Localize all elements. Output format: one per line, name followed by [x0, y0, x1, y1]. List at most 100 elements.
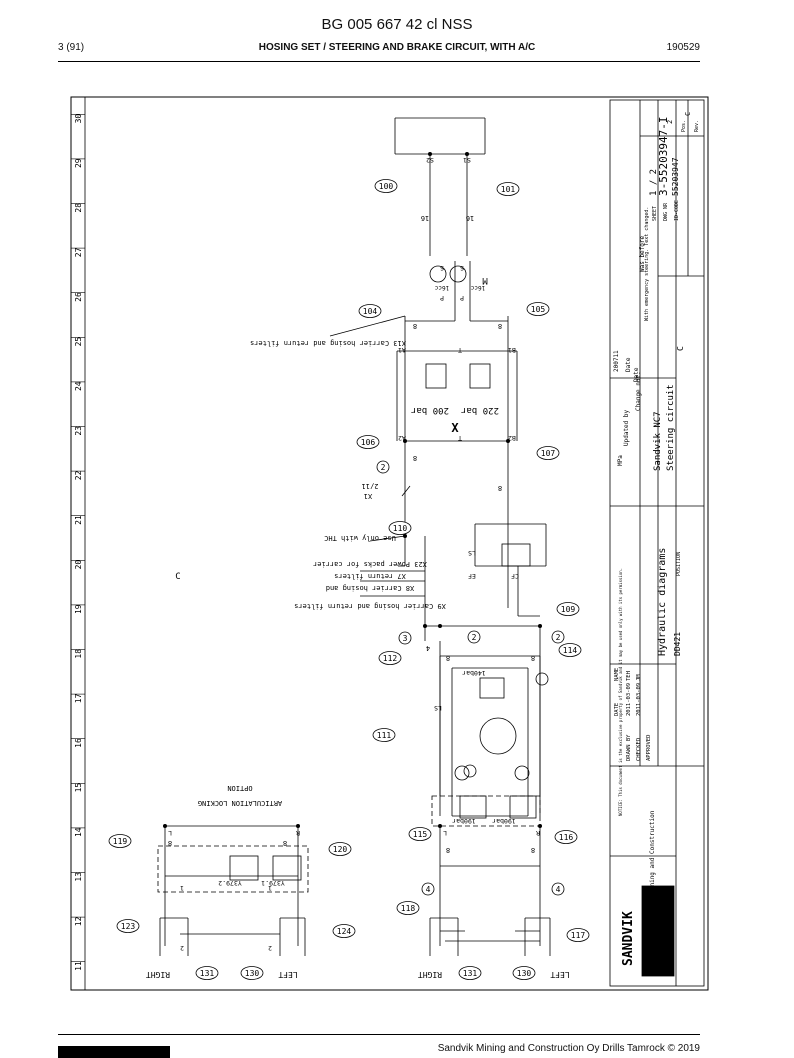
- grid-number: 24: [74, 381, 83, 391]
- port-label: 2: [268, 944, 272, 952]
- item-number: 131: [463, 969, 478, 978]
- port-label: S: [460, 264, 464, 272]
- valve-code-label: Y379.1: [261, 879, 285, 887]
- page-number: 3 (91): [58, 42, 85, 53]
- circled-marker: [551, 630, 565, 644]
- item-number: 120: [333, 845, 348, 854]
- hose-size-label: 16: [421, 214, 429, 222]
- note-text: Use only with THC: [324, 534, 396, 542]
- header-rule: [58, 61, 700, 62]
- item-number: 105: [531, 305, 546, 314]
- circled-marker-number: 3: [403, 634, 408, 643]
- title-block-text: Copyright © Sandvik Mining and Construct…: [649, 810, 656, 966]
- wheel-label-left: LEFT: [278, 970, 297, 979]
- item-number: 124: [337, 927, 352, 936]
- title-block-text: 200711: [613, 350, 620, 372]
- circled-marker: [421, 882, 435, 896]
- wheel-label-left: LEFT: [550, 970, 569, 979]
- title-block-text: 3-55203947-I: [657, 117, 670, 196]
- title-block-text: NOTICE: This document is the exclusive p…: [618, 568, 623, 816]
- hydraulic-diagram: 1112131415161718192021222324252627282930…: [70, 96, 709, 991]
- title-block-text: Was before: [639, 235, 646, 272]
- grid-number: 15: [74, 783, 83, 793]
- title-block-text: Date: [633, 367, 640, 382]
- item-balloon: [372, 728, 396, 742]
- port-label: LS: [468, 549, 476, 557]
- port-label: 1: [268, 884, 272, 892]
- footer-rule: [58, 1034, 700, 1035]
- note-text: OPTION: [227, 784, 252, 792]
- title-block-text: APPROVED: [646, 735, 652, 762]
- footer-copyright: Sandvik Mining and Construction Oy Drill…: [437, 1043, 700, 1054]
- item-number: 106: [361, 438, 376, 447]
- item-balloon: [332, 924, 356, 938]
- title-block-text: TEH: [626, 671, 632, 681]
- hose-size-label: 8: [413, 322, 417, 330]
- title-block-text: JM: [636, 674, 642, 681]
- grid-number: 19: [74, 604, 83, 614]
- note-text: X13 Carrier hosing and return filters: [250, 339, 406, 347]
- title-block-text: Sandvik NC7: [653, 411, 663, 471]
- port-label: B1: [508, 346, 516, 354]
- title-block-text: DWG NR: [663, 202, 669, 221]
- title-block-text: C: [684, 112, 692, 116]
- valve-pressure-label: 220 bar: [460, 405, 499, 415]
- title-block-text: 2: [666, 120, 674, 124]
- grid-number: 22: [74, 470, 83, 480]
- circled-marker-number: 2: [381, 463, 386, 472]
- title-block-text: MPa: [617, 455, 624, 466]
- hose-size-label: 8: [446, 846, 450, 854]
- port-label: CF: [511, 572, 519, 580]
- item-number: 110: [393, 524, 408, 533]
- pump-displacement-label: 16cc: [470, 284, 485, 291]
- item-balloon: [388, 521, 412, 535]
- item-balloon: [556, 602, 580, 616]
- item-number: 101: [501, 185, 516, 194]
- title-block-text: C: [676, 346, 685, 351]
- note-text: X9 Carrier hosing and return filters: [294, 602, 446, 610]
- note-text: X1: [364, 492, 372, 500]
- item-balloon: [566, 928, 590, 942]
- item-number: 123: [121, 922, 136, 931]
- circled-marker-number: 4: [426, 885, 431, 894]
- title-block-text: Hydraulic diagrams: [657, 548, 668, 656]
- item-number: 111: [377, 731, 392, 740]
- title-block-text: SHEET: [652, 206, 658, 221]
- hose-size-label: 8: [498, 322, 502, 330]
- note-text: X8 Carrier hosing and: [326, 584, 415, 592]
- circuit-lines: [157, 117, 551, 956]
- item-balloon: [378, 651, 402, 665]
- grid-number: 20: [74, 560, 83, 570]
- item-balloon: [358, 304, 382, 318]
- drawing-frame: [70, 96, 709, 991]
- note-text: ARTICULATION LOCKING: [198, 799, 282, 807]
- grid-number: 17: [74, 693, 83, 703]
- hose-size-label: 8: [446, 654, 450, 662]
- hose-size-label: 4: [426, 644, 430, 652]
- circled-marker: [398, 631, 412, 645]
- item-number: 131: [200, 969, 215, 978]
- port-label: T: [458, 346, 462, 354]
- item-number: 117: [571, 931, 586, 940]
- item-balloon: [240, 966, 264, 980]
- title-block-text: Change not.: [635, 371, 642, 411]
- item-number: 104: [363, 307, 378, 316]
- title-block-text: DD421: [673, 632, 682, 656]
- item-number: 100: [379, 182, 394, 191]
- item-number: 109: [561, 605, 576, 614]
- port-label: P: [440, 294, 444, 302]
- item-balloon: [396, 901, 420, 915]
- port-label: T: [458, 434, 462, 442]
- grid-number: 11: [74, 961, 83, 971]
- item-balloon: [195, 966, 219, 980]
- title-block: [609, 99, 705, 987]
- item-number: 115: [413, 830, 428, 839]
- port-label: A1: [398, 346, 406, 354]
- note-text: X7 return filters: [334, 572, 406, 580]
- item-balloon: [328, 842, 352, 856]
- item-balloon: [554, 830, 578, 844]
- title-block-text: 2011-03-09: [636, 683, 642, 716]
- port-label: R: [536, 829, 540, 837]
- item-balloon: [116, 919, 140, 933]
